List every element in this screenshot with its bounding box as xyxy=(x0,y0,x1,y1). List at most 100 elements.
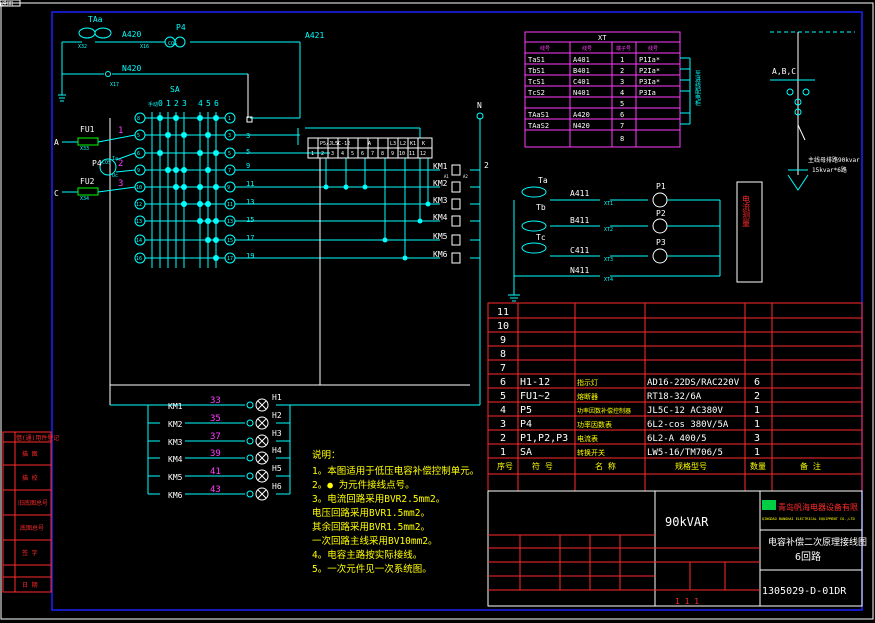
p4-label: P4 xyxy=(92,159,102,168)
ind-h: H5 xyxy=(272,464,282,473)
wire-no: 13 xyxy=(246,198,254,206)
line-c411: C411 xyxy=(570,246,589,255)
meter-p2: P2 xyxy=(656,209,666,218)
relay-cell: A xyxy=(368,141,371,147)
xt-cell: A420 xyxy=(573,111,590,119)
bom-empty-no: 11 xyxy=(497,307,509,318)
notes-title: 说明： xyxy=(312,449,341,461)
sa-contact-dots xyxy=(157,115,219,261)
corner-label: 说明 xyxy=(1,0,13,8)
relay-cell-bottom: 4 xyxy=(341,151,344,157)
xt-cell: 3 xyxy=(620,78,624,86)
wire-no: 17 xyxy=(246,234,254,242)
relay-cell-bottom: 7 xyxy=(371,151,374,157)
xt-cell: 2 xyxy=(620,67,624,75)
relay-cell-bottom: 5 xyxy=(351,151,354,157)
wire-no: 15 xyxy=(246,216,254,224)
ammeter-circuit xyxy=(508,181,763,302)
note-line: 其余回路采用BVR1.5mm2。 xyxy=(312,521,430,533)
note-line: 电压回路采用BVR1.5mm2。 xyxy=(312,507,430,519)
xt-side-note: 至进线配电柜 xyxy=(694,70,701,107)
bom-sym: SA xyxy=(520,447,532,458)
a420-label: A420 xyxy=(122,30,141,39)
bom-empty-no: 10 xyxy=(497,321,509,332)
indicator-circuit xyxy=(109,385,481,495)
x33-label: X33 xyxy=(80,146,89,152)
bom-no: 3 xyxy=(500,419,506,430)
note-line: 3。电流回路采用BVR2.5mm2。 xyxy=(312,493,445,505)
ind-no: 39 xyxy=(210,449,221,459)
wire-no: 5 xyxy=(246,148,250,156)
bom-header: 规格型号 xyxy=(675,461,707,471)
wire-no: 11 xyxy=(246,180,254,188)
bom-name: 熔断器 xyxy=(577,392,598,401)
note-line: 5。一次元件见一次系统图。 xyxy=(312,563,432,575)
n420-label: N420 xyxy=(122,64,141,73)
sa-left-no: 14 xyxy=(136,238,142,244)
main-note1: 主线母排路90kvar xyxy=(808,156,860,164)
left-strip-item: 借(通)用件登记 xyxy=(16,434,59,442)
bom-qty: 1 xyxy=(754,405,760,416)
bom-empty-no: 8 xyxy=(500,349,506,360)
sa-left-no: 6 xyxy=(137,151,140,157)
xt-cell: A401 xyxy=(573,56,590,64)
bom-name: 电流表 xyxy=(577,434,598,443)
current-measure-box: 电流测量 xyxy=(742,194,751,227)
ind-km: KM5 xyxy=(168,473,183,482)
xt-cell: P3Ia* xyxy=(639,78,660,86)
xt-header: 线号 xyxy=(540,45,550,52)
x34-label: X34 xyxy=(80,196,89,202)
ind-km: KM3 xyxy=(168,438,183,447)
ta-ct: Ta xyxy=(538,176,548,185)
tc-ct: Tc xyxy=(536,233,546,242)
left-strip-item: 描 校 xyxy=(22,474,38,482)
km-label: KM6 xyxy=(433,250,448,259)
ind-h: H2 xyxy=(272,411,282,420)
bom-spec: 6L2-A 400/5 xyxy=(647,434,707,444)
a2-label: A2 xyxy=(463,174,468,179)
km-label: KM5 xyxy=(433,232,448,241)
xt-cell: 6 xyxy=(620,111,624,119)
relay-cell: K xyxy=(422,141,425,147)
drawing-title: 电容补偿二次原理接线图 xyxy=(768,536,867,548)
left-strip-item: 底图总号 xyxy=(20,524,44,532)
left-strip-item: 日 期 xyxy=(22,581,38,589)
bom-spec: RT18-32/6A xyxy=(647,392,702,402)
wire-2: 2 xyxy=(118,159,123,169)
fuse-section xyxy=(62,134,136,196)
bom-header: 备 注 xyxy=(800,461,821,471)
ind-no: 33 xyxy=(210,396,221,406)
sa-right-no: 1 xyxy=(228,116,231,122)
relay-block xyxy=(307,137,433,159)
bom-header: 符 号 xyxy=(532,461,553,471)
xt-header: 端子号 xyxy=(616,45,631,52)
ta-label: TAa xyxy=(88,15,103,24)
bom-sym: FU1~2 xyxy=(520,391,550,402)
xt-cell: P1Ia* xyxy=(639,56,660,64)
ind-h: H1 xyxy=(272,393,282,402)
sa-right-no: 11 xyxy=(227,202,233,208)
abc-label: A,B,C xyxy=(772,67,796,76)
bom-qty: 2 xyxy=(754,391,760,402)
relay-cell-bottom: 2 xyxy=(321,151,324,157)
sa-left-no: 12 xyxy=(136,202,142,208)
line-n411: N411 xyxy=(570,266,589,275)
xt-cell: P3Ia xyxy=(639,89,656,97)
ind-h: H4 xyxy=(272,446,282,455)
sa-left-no: 9 xyxy=(137,168,140,174)
sa-right-no: 15 xyxy=(227,238,233,244)
bom-header: 名 称 xyxy=(595,461,616,471)
main-circuit xyxy=(770,31,855,191)
sa-left-no: 13 xyxy=(136,219,142,225)
left-strip xyxy=(2,431,52,593)
xt-term: XT3 xyxy=(604,257,613,263)
sa-col-label: 0 xyxy=(158,99,163,108)
bom-qty: 6 xyxy=(754,377,760,388)
relay-cell-bottom: 8 xyxy=(381,151,384,157)
left-strip-item: 描 图 xyxy=(22,450,38,458)
xt-cell: 7 xyxy=(620,122,624,130)
bom-no: 5 xyxy=(500,391,506,402)
fu1-label: FU1 xyxy=(80,125,95,134)
